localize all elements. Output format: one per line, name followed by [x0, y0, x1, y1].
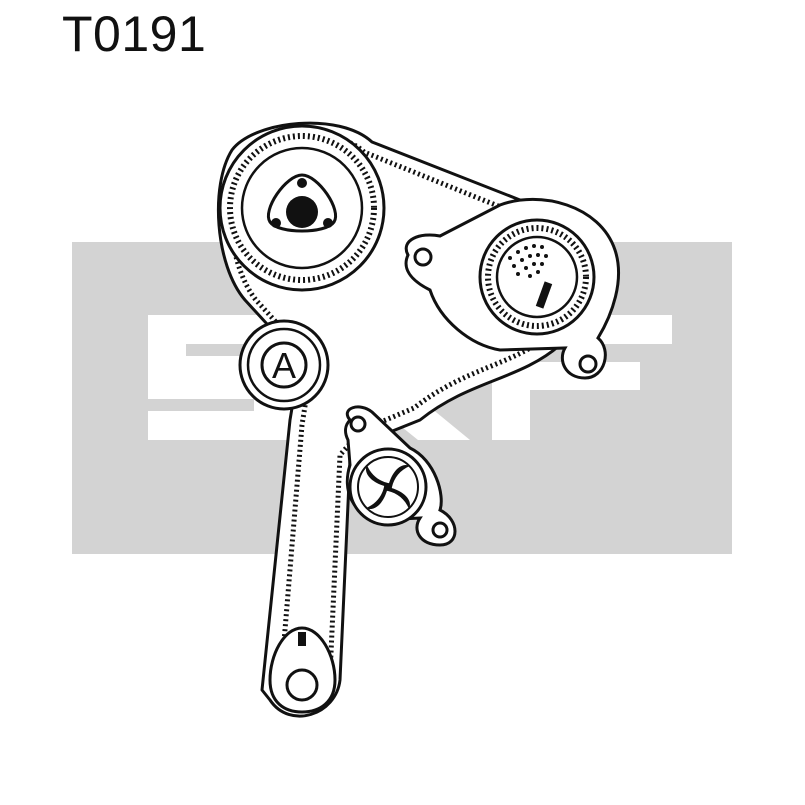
- belt-tensioner: [344, 405, 457, 547]
- idler-label: A: [272, 345, 296, 386]
- crankshaft-sprocket: [268, 626, 337, 714]
- water-pump: [404, 197, 620, 380]
- idler-pulley-a: A: [238, 319, 330, 411]
- tensioner-swirl-icon: [365, 464, 411, 510]
- camshaft-sprocket: [218, 124, 386, 292]
- water-spray-icon: [508, 244, 553, 309]
- belt-teeth: [227, 132, 575, 704]
- part-number-title: T0191: [62, 6, 207, 62]
- logo-letter-s: [148, 315, 292, 440]
